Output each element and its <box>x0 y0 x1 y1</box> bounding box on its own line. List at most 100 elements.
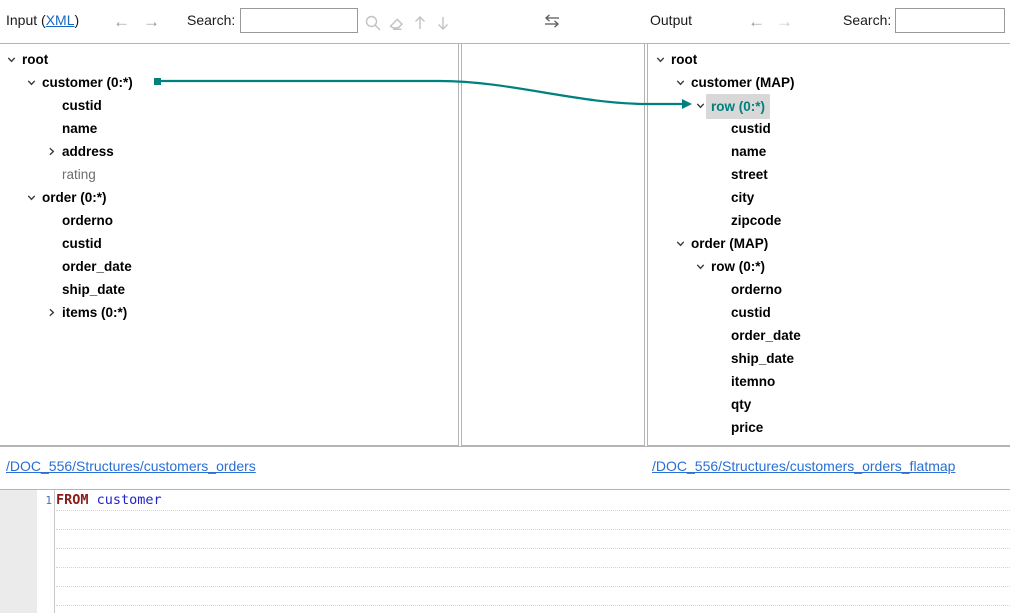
tree-node-label: order_date <box>731 328 801 343</box>
chevron-right-icon[interactable] <box>45 140 58 163</box>
chevron-down-icon[interactable] <box>654 48 667 71</box>
output-label: Output <box>650 12 693 28</box>
tree-node[interactable]: order_date <box>0 255 458 278</box>
output-forward-button[interactable]: → <box>776 12 793 31</box>
tree-node[interactable]: address <box>0 140 458 163</box>
tree-node[interactable]: root <box>648 48 1010 71</box>
tree-node[interactable]: order_date <box>648 324 1010 347</box>
tree-node[interactable]: orderno <box>0 209 458 232</box>
output-back-button[interactable]: ← <box>748 12 765 31</box>
swap-arrows-icon[interactable] <box>542 11 562 31</box>
mapping-canvas-panel[interactable] <box>461 43 645 446</box>
output-search-input[interactable] <box>895 8 1005 33</box>
chevron-down-icon[interactable] <box>674 232 687 255</box>
chevron-down-icon[interactable] <box>694 255 707 278</box>
chevron-down-icon[interactable] <box>674 71 687 94</box>
code-line-1[interactable]: FROM customer <box>56 491 162 510</box>
tree-node-label: city <box>731 190 755 205</box>
tree-node-label: customer (0:*) <box>42 75 133 90</box>
editor-row-separator <box>56 605 1010 606</box>
panel-bottom-divider <box>0 446 1010 447</box>
tree-node[interactable]: order (MAP) <box>648 232 1010 255</box>
chevron-down-icon[interactable] <box>5 48 18 71</box>
sql-keyword: FROM <box>56 492 89 508</box>
input-label-text: Input ( <box>6 12 46 28</box>
tree-node-label: custid <box>731 305 771 320</box>
input-search-label: Search: <box>187 12 236 28</box>
input-format-link[interactable]: XML <box>45 12 75 28</box>
line-number: 1 <box>45 494 52 507</box>
tree-node[interactable]: custid <box>648 117 1010 140</box>
tree-node[interactable]: items (0:*) <box>0 301 458 324</box>
editor-row-separator <box>56 548 1010 549</box>
output-path-link[interactable]: /DOC_556/Structures/customers_orders_fla… <box>652 458 956 474</box>
tree-node-label: qty <box>731 397 752 412</box>
tree-node-label: price <box>731 420 764 435</box>
input-path-link[interactable]: /DOC_556/Structures/customers_orders <box>6 458 256 474</box>
eraser-icon[interactable] <box>388 14 406 32</box>
tree-node[interactable]: price <box>648 416 1010 439</box>
tree-node[interactable]: customer (0:*) <box>0 71 458 94</box>
chevron-down-icon[interactable] <box>25 186 38 209</box>
input-search-input[interactable] <box>240 8 358 33</box>
tree-node-label: orderno <box>62 213 114 228</box>
tree-node[interactable]: itemno <box>648 370 1010 393</box>
code-space <box>89 492 97 508</box>
tree-node-label: itemno <box>731 374 776 389</box>
tree-node-label: rating <box>62 167 96 182</box>
tree-node-label: custid <box>62 98 102 113</box>
chevron-down-icon[interactable] <box>694 94 707 117</box>
input-label-close: ) <box>74 12 80 28</box>
tree-node-label: orderno <box>731 282 783 297</box>
editor-line-number-column: 1 <box>37 490 55 613</box>
tree-node[interactable]: root <box>0 48 458 71</box>
editor-row-separator <box>56 567 1010 568</box>
tree-node[interactable]: custid <box>0 94 458 117</box>
output-path-clip: /DOC_556/Structures/customers_orders_fla… <box>652 458 1010 480</box>
arrow-up-icon[interactable] <box>411 14 429 32</box>
tree-node-label: items (0:*) <box>62 305 128 320</box>
expression-editor[interactable]: 1 FROM customer <box>0 489 1010 613</box>
tree-node[interactable]: custid <box>0 232 458 255</box>
input-back-button[interactable]: ← <box>113 12 130 31</box>
toolbar: Input (XML) ← → Search: <box>0 0 1010 43</box>
tree-node[interactable]: zipcode <box>648 209 1010 232</box>
tree-node-label: customer (MAP) <box>691 75 795 90</box>
tree-node[interactable]: qty <box>648 393 1010 416</box>
tree-node-label: name <box>731 144 767 159</box>
input-path-clip: /DOC_556/Structures/customers_orders <box>6 458 456 480</box>
tree-node-label: root <box>671 52 698 67</box>
tree-node[interactable]: name <box>0 117 458 140</box>
tree-node[interactable]: order (0:*) <box>0 186 458 209</box>
tree-node-label: street <box>731 167 768 182</box>
tree-node-label: ship_date <box>62 282 126 297</box>
tree-node[interactable]: rating <box>0 163 458 186</box>
tree-node-label: order (0:*) <box>42 190 107 205</box>
tree-node-label: zipcode <box>731 213 782 228</box>
tree-node[interactable]: orderno <box>648 278 1010 301</box>
output-search-label: Search: <box>843 12 892 28</box>
search-icon[interactable] <box>364 14 382 32</box>
input-tree-panel[interactable]: root customer (0:*) custid name address ratin… <box>0 43 459 446</box>
tree-node-label: order (MAP) <box>691 236 769 251</box>
tree-node[interactable]: street <box>648 163 1010 186</box>
input-forward-button[interactable]: → <box>143 12 160 31</box>
tree-node-label: row (0:*) <box>706 94 770 119</box>
tree-node[interactable]: name <box>648 140 1010 163</box>
tree-node[interactable]: ship_date <box>0 278 458 301</box>
tree-node-label: name <box>62 121 98 136</box>
tree-node[interactable]: city <box>648 186 1010 209</box>
tree-node-label: row (0:*) <box>711 259 765 274</box>
tree-node[interactable]: custid <box>648 301 1010 324</box>
tree-node[interactable]: row (0:*) <box>648 255 1010 278</box>
chevron-right-icon[interactable] <box>45 301 58 324</box>
editor-row-separator <box>56 510 1010 511</box>
tree-node[interactable]: ship_date <box>648 347 1010 370</box>
editor-gutter[interactable] <box>0 490 37 613</box>
tree-node[interactable]: customer (MAP) <box>648 71 1010 94</box>
tree-node[interactable]: row (0:*) <box>648 94 1010 119</box>
arrow-down-icon[interactable] <box>434 14 452 32</box>
chevron-down-icon[interactable] <box>25 71 38 94</box>
